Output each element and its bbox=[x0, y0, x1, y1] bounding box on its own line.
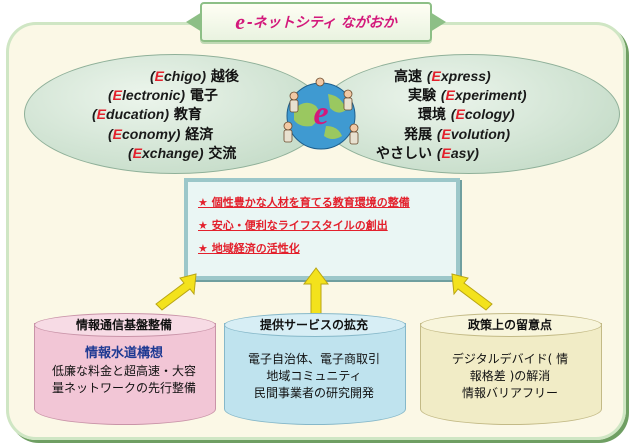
left-term-jp: 電子 bbox=[189, 88, 218, 104]
right-term-jp: 実験 bbox=[408, 88, 436, 104]
left-term-row: (Electronic) 電子 bbox=[108, 87, 218, 104]
left-ellipse bbox=[24, 54, 326, 174]
right-ellipse bbox=[318, 54, 620, 174]
pillar-line: 民間事業者の研究開発 bbox=[253, 386, 374, 400]
right-term-row: 実験 (Experiment) bbox=[408, 87, 527, 104]
right-term-row: 高速 (Express) bbox=[394, 68, 491, 85]
right-term-row: 環境 (Ecology) bbox=[418, 106, 515, 123]
pillar-line: 報格差 )の解消 bbox=[469, 369, 551, 383]
left-term-row: (Exchange) 交流 bbox=[128, 145, 237, 162]
pillar-line: 地域コミュニティ bbox=[266, 369, 362, 383]
left-term-jp: 教育 bbox=[173, 107, 202, 123]
title-text: -ネットシティ ながおか bbox=[246, 15, 397, 31]
left-term-jp: 交流 bbox=[208, 146, 237, 162]
right-term-jp: やさしい bbox=[376, 146, 432, 162]
goal-item: ★ 安心・便利なライフスタイルの創出 bbox=[198, 219, 388, 232]
pillar-services: 提供サービスの拡充 電子自治体、電子商取引 地域コミュニティ 民間事業者の研究開… bbox=[224, 313, 406, 431]
pillar-line: 情報バリアフリー bbox=[461, 386, 558, 400]
pillar-line: 低廉な料金と超高速・大容 bbox=[51, 364, 196, 378]
goal-item: ★ 個性豊かな人材を育てる教育環境の整備 bbox=[198, 196, 410, 209]
right-term-jp: 高速 bbox=[394, 69, 422, 85]
pillar-heading: 情報通信基盤整備 bbox=[75, 318, 172, 332]
right-term-jp: 発展 bbox=[404, 127, 432, 143]
left-term-row: (Economy) 経済 bbox=[108, 126, 214, 143]
title-banner: e -ネットシティ ながおか bbox=[186, 2, 446, 42]
right-term-jp: 環境 bbox=[418, 107, 446, 123]
pillar-heading: 政策上の留意点 bbox=[467, 318, 552, 332]
right-term-row: やさしい (Easy) bbox=[376, 145, 479, 162]
title-e-logo: e bbox=[235, 9, 245, 34]
svg-text:e: e bbox=[313, 95, 328, 132]
left-term-jp: 経済 bbox=[185, 127, 214, 143]
pillar-heading: 提供サービスの拡充 bbox=[259, 318, 368, 332]
globe-people-e-icon: e bbox=[283, 77, 359, 150]
pillar-infrastructure: 情報通信基盤整備 情報水道構想 低廉な料金と超高速・大容 量ネットワークの先行整… bbox=[34, 313, 216, 431]
left-term-jp: 越後 bbox=[210, 69, 239, 85]
up-arrow-icon bbox=[155, 273, 197, 311]
pillar-line: 量ネットワークの先行整備 bbox=[51, 381, 196, 395]
goals-box: ★ 個性豊かな人材を育てる教育環境の整備 ★ 安心・便利なライフスタイルの創出 … bbox=[184, 178, 460, 280]
pillar-line: 電子自治体、電子商取引 bbox=[247, 352, 380, 366]
left-term-row: (Echigo) 越後 bbox=[150, 68, 239, 85]
up-arrow-icon bbox=[451, 273, 493, 311]
pillar-line: デジタルデバイド( 情 bbox=[451, 352, 569, 366]
left-term-row: (Education) 教育 bbox=[92, 106, 202, 123]
goal-item: ★ 地域経済の活性化 bbox=[198, 242, 300, 255]
pillar-emphasis: 情報水道構想 bbox=[84, 346, 163, 361]
pillar-policy: 政策上の留意点 デジタルデバイド( 情 報格差 )の解消 情報バリアフリー bbox=[420, 313, 602, 431]
right-term-row: 発展 (Evolution) bbox=[404, 126, 510, 143]
up-arrow-icon bbox=[303, 267, 329, 315]
